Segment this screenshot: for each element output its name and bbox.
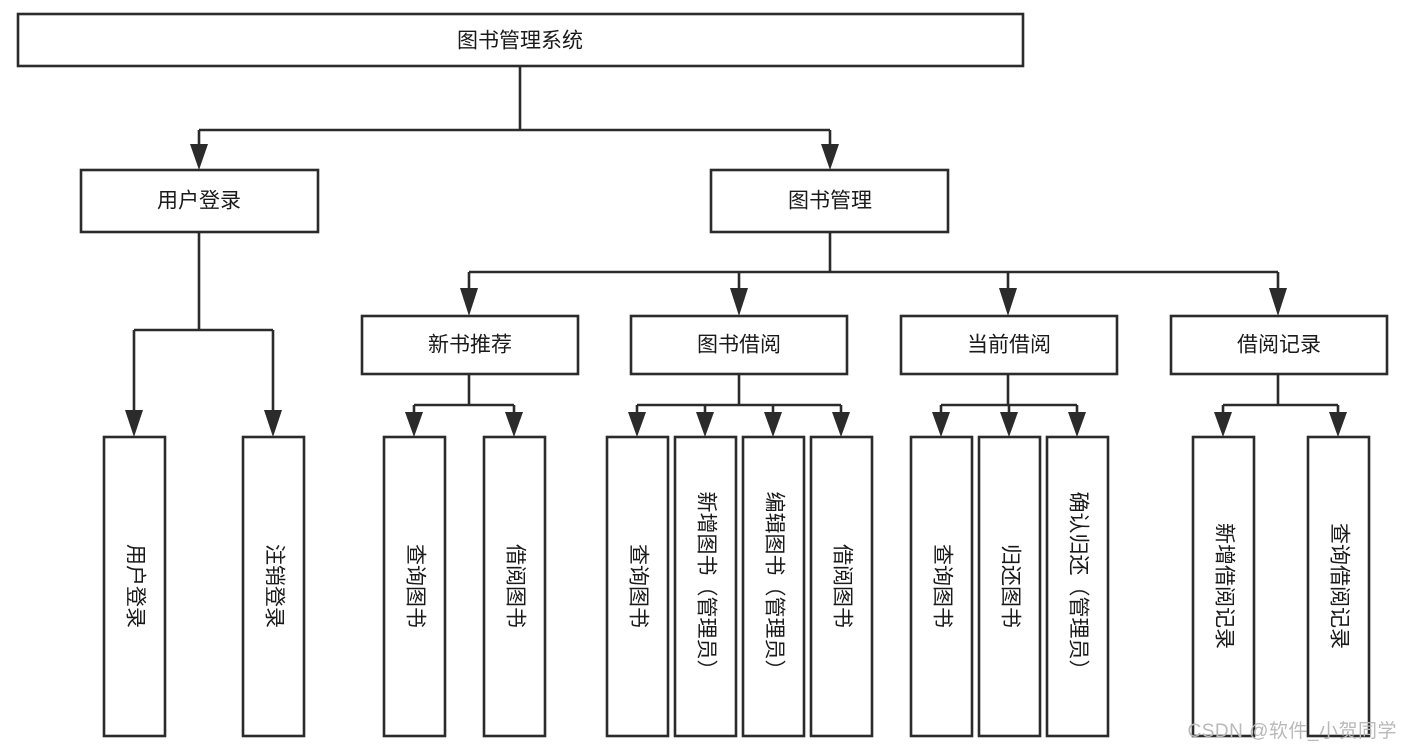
- node-leaf-add-record-label: 新增借阅记录: [1212, 523, 1235, 649]
- node-leaf-return-book-box[interactable]: [977, 435, 1042, 738]
- node-book-borrow-box[interactable]: [629, 314, 849, 376]
- node-current-borrow-label: 当前借阅: [967, 334, 1051, 357]
- node-book-management[interactable]: 图书管理: [709, 168, 950, 234]
- node-leaf-borrow-book-2-box[interactable]: [809, 435, 874, 738]
- node-borrow-record[interactable]: 借阅记录: [1169, 314, 1389, 376]
- node-leaf-edit-book-label: 编辑图书（管理员）: [762, 492, 785, 681]
- arrow-head-user-login: [190, 144, 208, 170]
- arrow-head-return-book: [1000, 412, 1018, 437]
- node-leaf-user-login[interactable]: 用户登录: [102, 435, 167, 738]
- arrow-head-add-record: [1214, 412, 1232, 437]
- arrow-head-query-book-2: [628, 412, 646, 437]
- arrow-head-current-borrow: [999, 288, 1017, 316]
- node-leaf-borrow-book-2[interactable]: 借阅图书: [809, 435, 874, 738]
- node-leaf-logout-login[interactable]: 注销登录: [241, 435, 306, 738]
- node-borrow-record-box[interactable]: [1169, 314, 1389, 376]
- node-leaf-query-record-box[interactable]: [1306, 435, 1371, 738]
- node-leaf-query-book-2-label: 查询图书: [626, 544, 649, 628]
- node-leaf-query-book-3-box[interactable]: [909, 435, 974, 738]
- arrow-head-query-book-3: [932, 412, 950, 437]
- node-leaf-query-book-1-box[interactable]: [382, 435, 447, 738]
- node-leaf-add-record[interactable]: 新增借阅记录: [1191, 435, 1256, 738]
- node-root[interactable]: 图书管理系统: [16, 12, 1025, 68]
- csdn-watermark: CSDN @软件_小贺同学: [1187, 721, 1397, 742]
- node-leaf-borrow-book-1-label: 借阅图书: [503, 544, 526, 628]
- node-leaf-borrow-book-1[interactable]: 借阅图书: [482, 435, 547, 738]
- node-new-book-recommend-label: 新书推荐: [428, 334, 512, 357]
- node-book-management-box[interactable]: [709, 168, 950, 234]
- arrow-head-confirm-return: [1068, 412, 1086, 437]
- node-leaf-query-book-1[interactable]: 查询图书: [382, 435, 447, 738]
- arrow-head-leaf-user-login: [125, 410, 143, 437]
- node-book-management-label: 图书管理: [788, 190, 872, 213]
- arrow-head-borrow-book-2: [832, 412, 850, 437]
- node-leaf-query-book-2-box[interactable]: [605, 435, 670, 738]
- node-root-box[interactable]: [16, 12, 1025, 68]
- node-leaf-logout-login-label: 注销登录: [262, 544, 285, 628]
- node-user-login[interactable]: 用户登录: [79, 168, 320, 234]
- node-leaf-edit-book-box[interactable]: [741, 435, 806, 738]
- arrow-head-borrow-record: [1269, 288, 1287, 316]
- arrow-head-book-borrow: [730, 288, 748, 316]
- arrow-head-add-book: [696, 412, 714, 437]
- node-leaf-user-login-box[interactable]: [102, 435, 167, 738]
- node-leaf-add-book-box[interactable]: [673, 435, 738, 738]
- node-leaf-return-book-label: 归还图书: [998, 544, 1021, 628]
- node-user-login-box[interactable]: [79, 168, 320, 234]
- node-leaf-borrow-book-1-box[interactable]: [482, 435, 547, 738]
- arrow-head-new-book: [460, 288, 478, 316]
- node-leaf-logout-login-box[interactable]: [241, 435, 306, 738]
- node-new-book-recommend[interactable]: 新书推荐: [360, 314, 580, 376]
- node-leaf-query-book-3[interactable]: 查询图书: [909, 435, 974, 738]
- arrow-head-edit-book: [764, 412, 782, 437]
- node-leaf-confirm-return-box[interactable]: [1045, 435, 1110, 738]
- node-current-borrow-box[interactable]: [899, 314, 1119, 376]
- node-leaf-confirm-return-label: 确认归还（管理员）: [1066, 492, 1089, 681]
- node-leaf-return-book[interactable]: 归还图书: [977, 435, 1042, 738]
- arrow-head-book-management: [821, 144, 839, 170]
- node-leaf-query-book-2[interactable]: 查询图书: [605, 435, 670, 738]
- node-leaf-edit-book[interactable]: 编辑图书（管理员）: [741, 435, 806, 738]
- node-leaf-query-book-3-label: 查询图书: [930, 544, 953, 628]
- arrow-head-query-record: [1329, 412, 1347, 437]
- node-leaf-query-record-label: 查询借阅记录: [1327, 523, 1350, 649]
- node-leaf-query-book-1-label: 查询图书: [403, 544, 426, 628]
- node-book-borrow-label: 图书借阅: [697, 334, 781, 357]
- node-current-borrow[interactable]: 当前借阅: [899, 314, 1119, 376]
- node-leaf-add-book-label: 新增图书（管理员）: [694, 492, 717, 681]
- node-leaf-add-book[interactable]: 新增图书（管理员）: [673, 435, 738, 738]
- arrow-head-leaf-logout: [264, 410, 282, 437]
- node-leaf-confirm-return[interactable]: 确认归还（管理员）: [1045, 435, 1110, 738]
- node-leaf-user-login-label: 用户登录: [123, 544, 146, 628]
- connector-layer: [125, 66, 1347, 437]
- node-leaf-borrow-book-2-label: 借阅图书: [830, 544, 853, 628]
- node-new-book-recommend-box[interactable]: [360, 314, 580, 376]
- node-root-label: 图书管理系统: [457, 30, 583, 53]
- node-leaf-query-record[interactable]: 查询借阅记录: [1306, 435, 1371, 738]
- node-borrow-record-label: 借阅记录: [1237, 334, 1321, 357]
- node-book-borrow[interactable]: 图书借阅: [629, 314, 849, 376]
- arrow-head-borrow-book-1: [505, 412, 523, 437]
- arrow-head-query-book-1: [405, 412, 423, 437]
- node-user-login-label: 用户登录: [157, 190, 241, 213]
- node-leaf-add-record-box[interactable]: [1191, 435, 1256, 738]
